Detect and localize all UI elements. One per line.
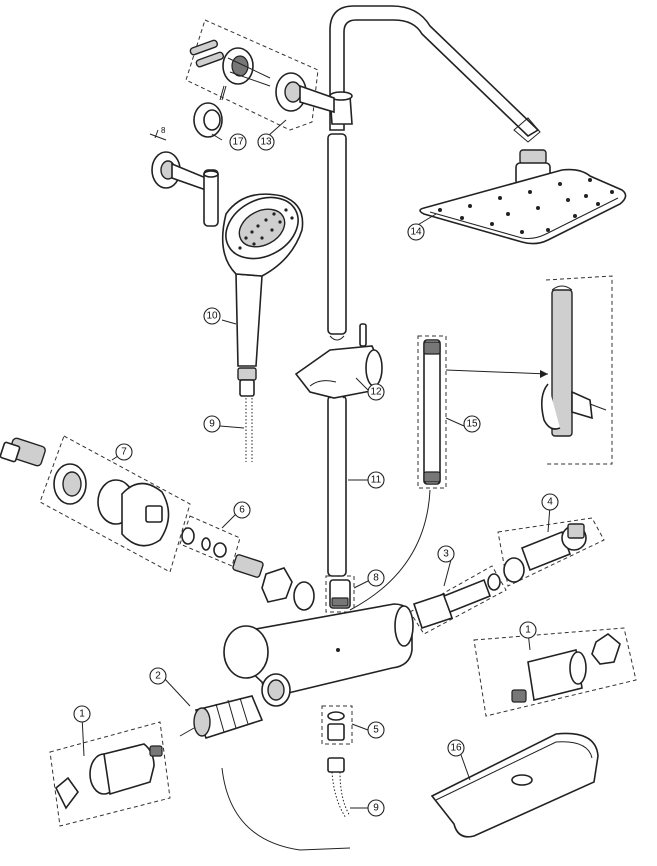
svg-text:9: 9 bbox=[209, 419, 215, 430]
head-shower bbox=[419, 149, 627, 245]
svg-text:15: 15 bbox=[466, 419, 478, 430]
shower-hose-lower bbox=[221, 757, 351, 851]
callout-1-right: 1 bbox=[519, 621, 537, 639]
svg-text:12: 12 bbox=[370, 387, 382, 398]
svg-text:8: 8 bbox=[373, 573, 379, 584]
svg-text:4: 4 bbox=[547, 497, 553, 508]
cover-set-left bbox=[0, 435, 191, 573]
valve-set-4 bbox=[497, 517, 605, 587]
callout-17: 17 bbox=[229, 133, 247, 151]
callout-14: 14 bbox=[407, 223, 425, 241]
thermostatic-cartridge bbox=[179, 695, 264, 739]
svg-text:10: 10 bbox=[206, 311, 218, 322]
spacing-dimension: 8 bbox=[161, 126, 166, 135]
check-valve-8 bbox=[325, 575, 355, 613]
handle-left bbox=[49, 721, 171, 827]
svg-text:16: 16 bbox=[450, 743, 462, 754]
thermostat-body bbox=[223, 603, 414, 707]
callout-11: 11 bbox=[367, 471, 385, 489]
escutcheon bbox=[121, 482, 170, 547]
extension-detail-inset bbox=[540, 275, 613, 465]
svg-text:11: 11 bbox=[371, 475, 382, 486]
svg-text:1: 1 bbox=[79, 709, 85, 720]
slide-holder bbox=[294, 323, 383, 399]
callout-13: 13 bbox=[257, 133, 275, 151]
svg-text:17: 17 bbox=[232, 137, 244, 148]
hand-shower bbox=[221, 193, 304, 397]
callout-9-bottom: 9 bbox=[367, 799, 385, 817]
wall-plugs bbox=[189, 39, 225, 68]
glass-shelf bbox=[430, 732, 599, 838]
bracket-rosette bbox=[222, 47, 254, 85]
svg-text:3: 3 bbox=[443, 549, 449, 560]
svg-text:9: 9 bbox=[373, 803, 379, 814]
s-union-connector bbox=[0, 437, 46, 467]
cartridge-3 bbox=[409, 565, 507, 635]
adapter-ring bbox=[193, 102, 223, 138]
callout-7: 7 bbox=[115, 443, 133, 461]
callout-2: 2 bbox=[149, 667, 167, 685]
callout-1-left: 1 bbox=[73, 705, 91, 723]
svg-text:2: 2 bbox=[155, 671, 161, 682]
callout-16: 16 bbox=[447, 739, 465, 757]
callout-6: 6 bbox=[233, 501, 251, 519]
callout-4: 4 bbox=[541, 493, 559, 511]
hand-shower-wall-holder: 8 bbox=[149, 126, 219, 227]
svg-text:5: 5 bbox=[373, 725, 379, 736]
callout-12: 12 bbox=[367, 383, 385, 401]
callout-15: 15 bbox=[463, 415, 481, 433]
left-connector-nut bbox=[232, 554, 315, 611]
seal-set-6 bbox=[179, 515, 241, 567]
svg-text:1: 1 bbox=[525, 625, 531, 636]
svg-text:14: 14 bbox=[410, 227, 422, 238]
wall-bracket-set bbox=[185, 19, 335, 131]
check-valve-5 bbox=[321, 705, 353, 745]
callout-9-top: 9 bbox=[203, 415, 221, 433]
handle-right bbox=[473, 627, 637, 717]
callout-5: 5 bbox=[367, 721, 385, 739]
svg-text:6: 6 bbox=[239, 505, 245, 516]
callout-3: 3 bbox=[437, 545, 455, 563]
extension-pipe bbox=[349, 335, 549, 611]
shower-arm bbox=[329, 5, 541, 143]
callout-8: 8 bbox=[367, 569, 385, 587]
svg-text:7: 7 bbox=[121, 447, 127, 458]
shower-hose-upper bbox=[245, 398, 253, 462]
head-shower-nozzles bbox=[438, 178, 614, 234]
callout-10: 10 bbox=[203, 307, 221, 325]
svg-text:13: 13 bbox=[260, 137, 272, 148]
hand-shower-nozzles bbox=[238, 208, 294, 250]
